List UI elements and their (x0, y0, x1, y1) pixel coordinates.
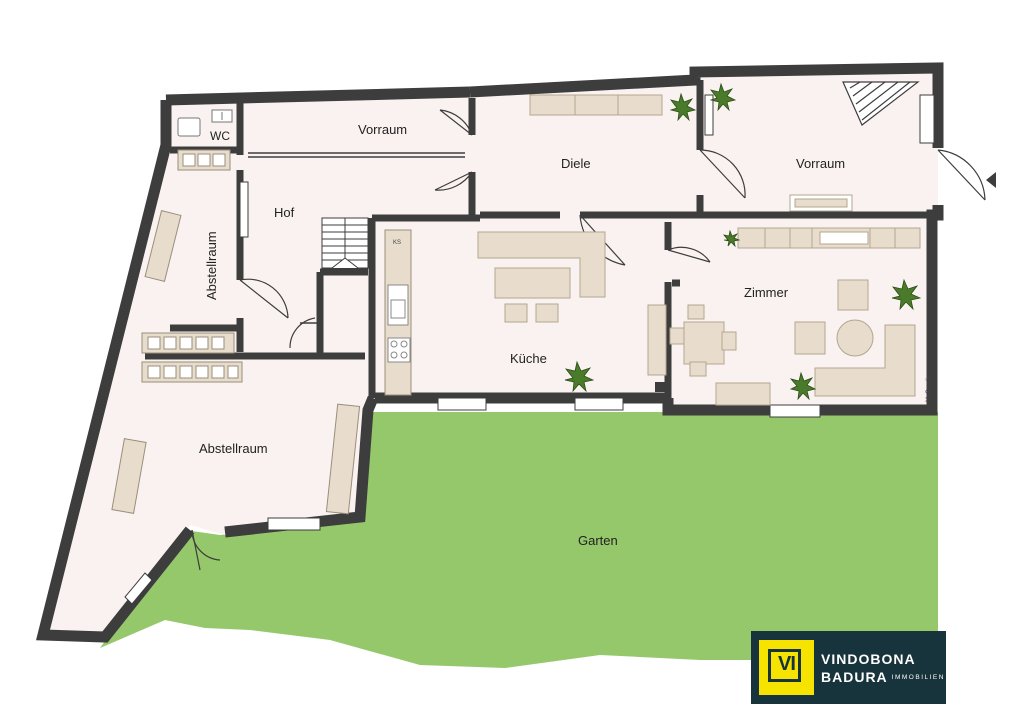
wc-fixtures (177, 109, 233, 137)
room-label-zimmer: Zimmer (744, 285, 789, 300)
logo-text-badura-main: BADURA (821, 669, 888, 685)
shelving (111, 149, 412, 515)
logo-mark-icon: VI (759, 640, 814, 695)
room-label-diele: Diele (561, 156, 591, 171)
plan-credit: McGundis (926, 375, 932, 402)
furniture (477, 94, 921, 406)
room-label-abstellraum-lower: Abstellraum (199, 441, 268, 456)
stairs-vorraum (842, 81, 920, 126)
room-label-vorraum-right: Vorraum (796, 156, 845, 171)
room-label-hof: Hof (274, 205, 295, 220)
room-label-kueche: Küche (510, 351, 547, 366)
windows (124, 94, 935, 605)
stairs-hof (321, 217, 369, 269)
logo-mark-text: VI (778, 653, 796, 675)
room-label-garten: Garten (578, 533, 618, 548)
plant-icons (564, 82, 922, 401)
logo-text-immobilien: IMMOBILIEN (891, 674, 945, 681)
room-label-abstellraum-upper: Abstellraum (204, 231, 219, 300)
corner-marker (655, 382, 665, 392)
logo-text-vindobona: VINDOBONA (821, 651, 916, 667)
kitchen-counter (387, 284, 411, 363)
fixture-label-ks: KS (393, 240, 401, 246)
entrance-arrow-icon (986, 172, 996, 188)
room-label-vorraum-left: Vorraum (358, 122, 407, 137)
garden-area (100, 412, 938, 668)
room-label-wc: WC (210, 129, 230, 143)
